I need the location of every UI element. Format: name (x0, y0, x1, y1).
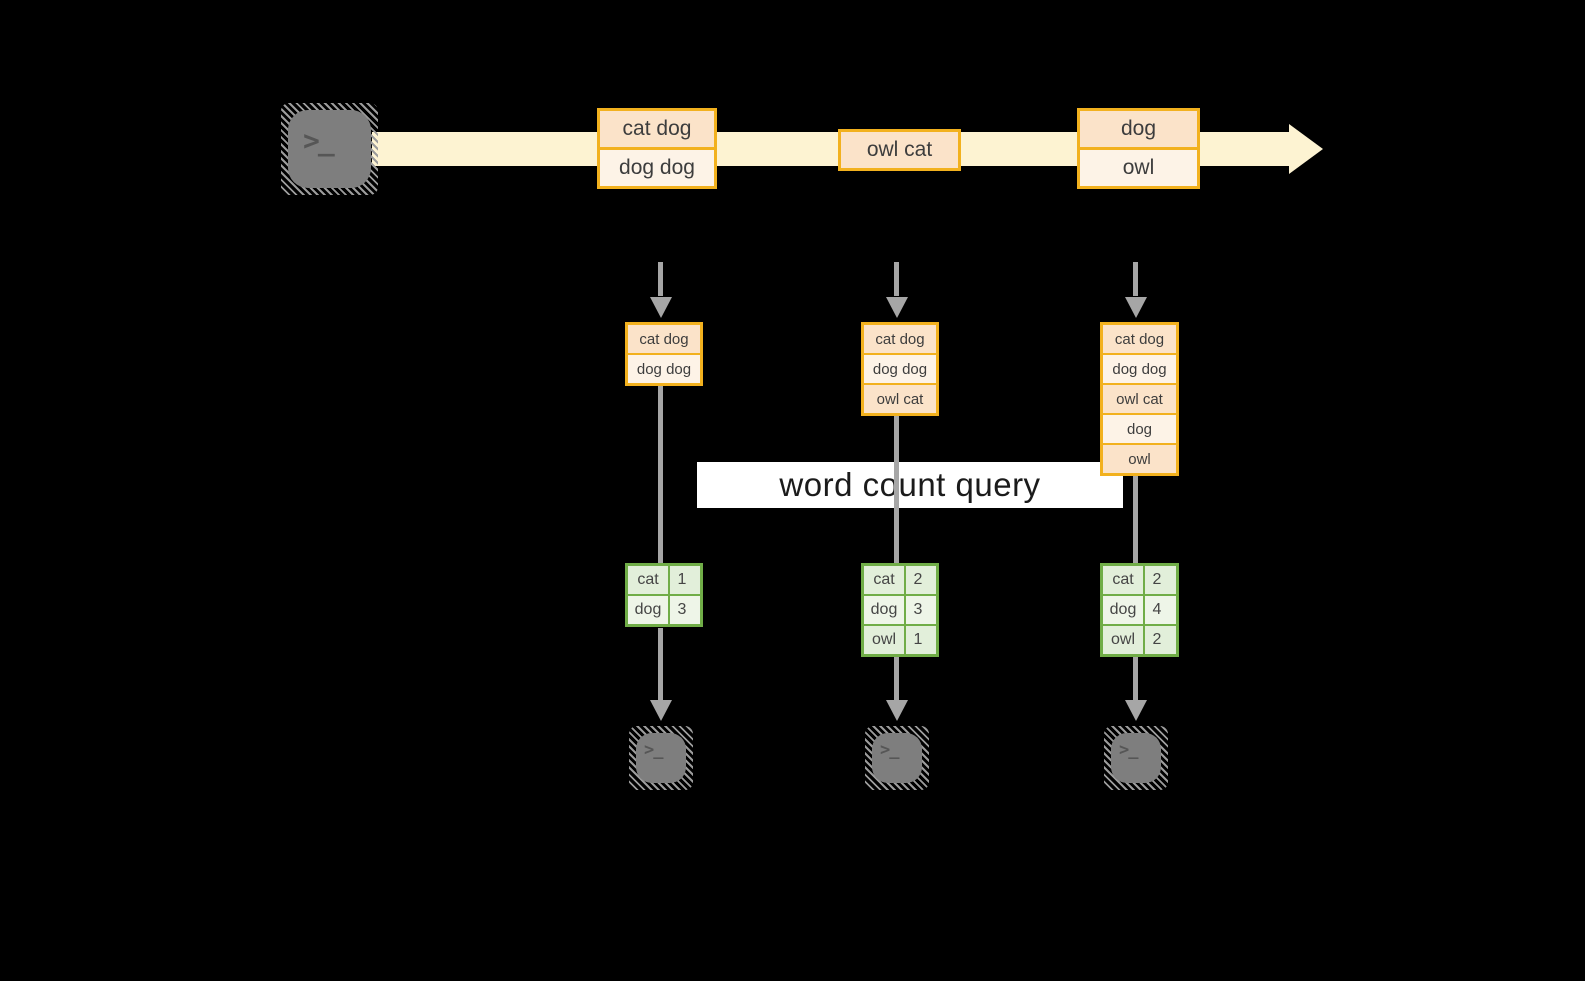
terminal-screen: >_ (872, 733, 922, 783)
sink-terminal-icon-3: >_ (1104, 726, 1168, 790)
count-to-sink-arrowhead-icon (1125, 700, 1147, 721)
count-value-cell: 2 (1143, 566, 1169, 594)
sink-terminal-icon-2: >_ (865, 726, 929, 790)
stream-batch-2: owl cat (838, 129, 961, 171)
state-line: cat dog (628, 325, 700, 353)
count-row: dog 3 (864, 594, 936, 624)
count-to-sink-line (658, 628, 663, 700)
count-word-cell: cat (1112, 571, 1134, 588)
state-to-count-line (1133, 474, 1138, 563)
count-table-1: cat 1 dog 3 (625, 563, 703, 627)
state-to-count-line (894, 414, 899, 563)
terminal-prompt-icon: >_ (1119, 740, 1138, 760)
count-row: owl 2 (1103, 624, 1176, 654)
count-row: cat 2 (864, 566, 936, 594)
count-word-cell: owl (871, 631, 896, 648)
batch-to-state-arrowhead-icon (886, 297, 908, 318)
query-banner: word count query (697, 462, 1123, 508)
count-table-3: cat 2 dog 4 owl 2 (1100, 563, 1179, 657)
count-row: owl 1 (864, 624, 936, 654)
state-line: dog (1103, 413, 1176, 443)
count-to-sink-line (1133, 657, 1138, 700)
state-table-3: cat dog dog dog owl cat dog owl (1100, 322, 1179, 476)
batch-line: cat dog (600, 111, 714, 147)
sink-terminal-icon-1: >_ (629, 726, 693, 790)
count-value-cell: 3 (668, 596, 694, 624)
count-to-sink-arrowhead-icon (886, 700, 908, 721)
terminal-screen: >_ (636, 733, 686, 783)
state-to-count-line (658, 384, 663, 563)
count-row: cat 1 (628, 566, 700, 594)
batch-line: dog (1080, 111, 1197, 147)
state-line: dog dog (864, 353, 936, 383)
count-word-cell: dog (634, 601, 662, 618)
state-line: owl cat (1103, 383, 1176, 413)
batch-to-state-dash (658, 262, 663, 296)
count-word-cell: dog (870, 601, 898, 618)
count-to-sink-line (894, 657, 899, 700)
count-row: dog 4 (1103, 594, 1176, 624)
count-table-2: cat 2 dog 3 owl 1 (861, 563, 939, 657)
state-line: dog dog (628, 353, 700, 383)
batch-line: owl cat (841, 132, 958, 168)
stream-arrowhead-icon (1289, 124, 1323, 174)
count-value-cell: 2 (904, 566, 930, 594)
source-terminal-icon: >_ (281, 103, 378, 195)
batch-to-state-dash (894, 262, 899, 296)
batch-to-state-arrowhead-icon (650, 297, 672, 318)
count-word-cell: dog (1109, 601, 1137, 618)
count-value-cell: 1 (668, 566, 694, 594)
count-value-cell: 3 (904, 596, 930, 624)
terminal-screen: >_ (1111, 733, 1161, 783)
count-row: cat 2 (1103, 566, 1176, 594)
count-value-cell: 1 (904, 626, 930, 654)
state-line: dog dog (1103, 353, 1176, 383)
state-table-1: cat dog dog dog (625, 322, 703, 386)
batch-to-state-arrowhead-icon (1125, 297, 1147, 318)
count-word-cell: owl (1110, 631, 1135, 648)
count-to-sink-arrowhead-icon (650, 700, 672, 721)
count-word-cell: cat (873, 571, 895, 588)
count-value-cell: 2 (1143, 626, 1169, 654)
state-table-2: cat dog dog dog owl cat (861, 322, 939, 416)
stream-batch-1: cat dog dog dog (597, 108, 717, 189)
state-line: owl cat (864, 383, 936, 413)
batch-to-state-dash (1133, 262, 1138, 296)
terminal-prompt-icon: >_ (880, 740, 899, 760)
query-banner-label: word count query (779, 466, 1041, 503)
terminal-prompt-icon: >_ (303, 124, 335, 157)
count-row: dog 3 (628, 594, 700, 624)
terminal-prompt-icon: >_ (644, 740, 663, 760)
state-line: cat dog (864, 325, 936, 353)
count-value-cell: 4 (1143, 596, 1169, 624)
state-line: cat dog (1103, 325, 1176, 353)
terminal-screen: >_ (288, 110, 371, 188)
stream-batch-3: dog owl (1077, 108, 1200, 189)
batch-line: owl (1080, 147, 1197, 186)
count-word-cell: cat (637, 571, 659, 588)
state-line: owl (1103, 443, 1176, 473)
batch-line: dog dog (600, 147, 714, 186)
